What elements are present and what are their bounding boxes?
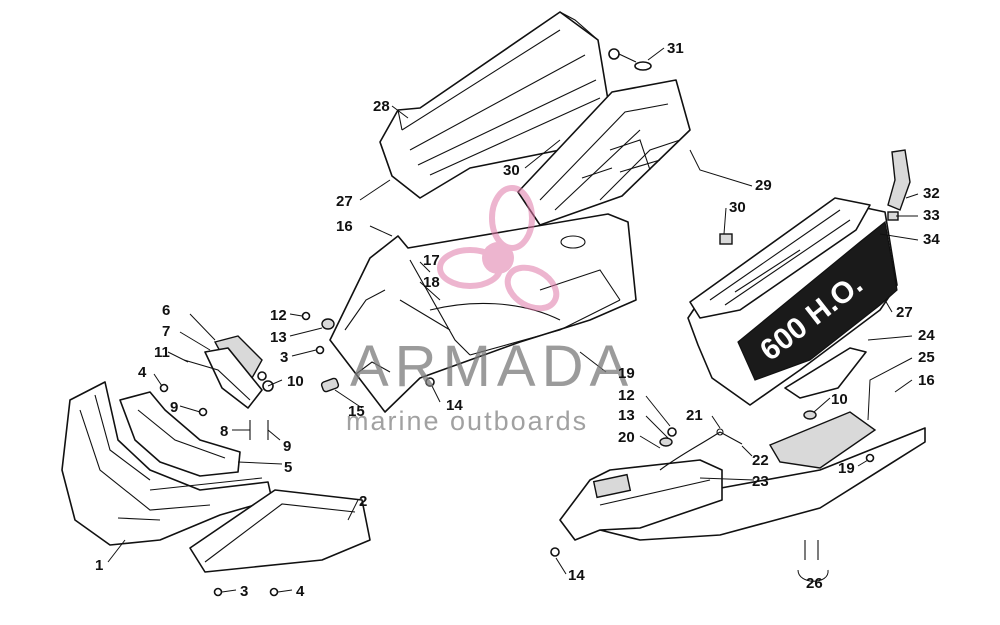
callout-25: 25 [918, 349, 935, 366]
callout-18: 18 [423, 274, 440, 291]
callout-4: 4 [138, 364, 147, 381]
callout-13: 13 [618, 407, 635, 424]
callout-labels: 1 2 3 3 4 4 5 6 7 8 9 9 10 10 11 12 12 1… [95, 40, 940, 600]
callout-32: 32 [923, 185, 940, 202]
fasteners [159, 48, 899, 597]
callout-1: 1 [95, 557, 103, 574]
callout-2: 2 [359, 493, 367, 510]
callout-34: 34 [923, 231, 940, 248]
callout-27: 27 [336, 193, 353, 210]
callout-26: 26 [806, 575, 823, 592]
callout-23: 23 [752, 473, 769, 490]
callout-30: 30 [503, 162, 520, 179]
callout-22: 22 [752, 452, 769, 469]
parts-6-7-11-brackets [183, 335, 263, 409]
callout-19: 19 [618, 365, 635, 382]
callout-10: 10 [831, 391, 848, 408]
callout-9: 9 [283, 438, 291, 455]
callout-28: 28 [373, 98, 390, 115]
callout-5: 5 [284, 459, 292, 476]
callout-3: 3 [240, 583, 248, 600]
callout-16: 16 [918, 372, 935, 389]
part-20-rear-assembly [559, 459, 723, 541]
armada-logo-watermark [437, 185, 560, 312]
watermark-brand: ARMADA [350, 334, 634, 399]
callout-14: 14 [568, 567, 585, 584]
part-21-22-cable [659, 428, 743, 471]
part-29-right-pad [689, 197, 871, 319]
callout-21: 21 [686, 407, 703, 424]
callout-12: 12 [618, 387, 635, 404]
watermark-tagline: marine outboards [346, 406, 588, 436]
part-32-strap [887, 149, 911, 211]
callout-17: 17 [423, 252, 440, 269]
callout-12: 12 [270, 307, 287, 324]
callout-11: 11 [154, 344, 170, 361]
callout-31: 31 [667, 40, 684, 57]
callout-15: 15 [348, 403, 365, 420]
callout-27: 27 [896, 304, 913, 321]
part-16-center-panel [329, 213, 637, 413]
callout-3: 3 [280, 349, 288, 366]
callout-4: 4 [296, 583, 305, 600]
part-2-skid-plate [189, 489, 371, 573]
callout-9: 9 [170, 399, 178, 416]
callout-20: 20 [618, 429, 635, 446]
callout-33: 33 [923, 207, 940, 224]
callout-24: 24 [918, 327, 935, 344]
callout-6: 6 [162, 302, 170, 319]
leader-lines [107, 47, 919, 593]
callout-10: 10 [287, 373, 304, 390]
callout-14: 14 [446, 397, 463, 414]
part-25-plate [768, 411, 877, 469]
callout-7: 7 [162, 323, 170, 340]
callout-13: 13 [270, 329, 287, 346]
part-24-bracket [784, 347, 867, 399]
callout-19: 19 [838, 460, 855, 477]
callout-29: 29 [755, 177, 772, 194]
callout-30: 30 [729, 199, 746, 216]
callout-16: 16 [336, 218, 353, 235]
callout-8: 8 [220, 423, 228, 440]
